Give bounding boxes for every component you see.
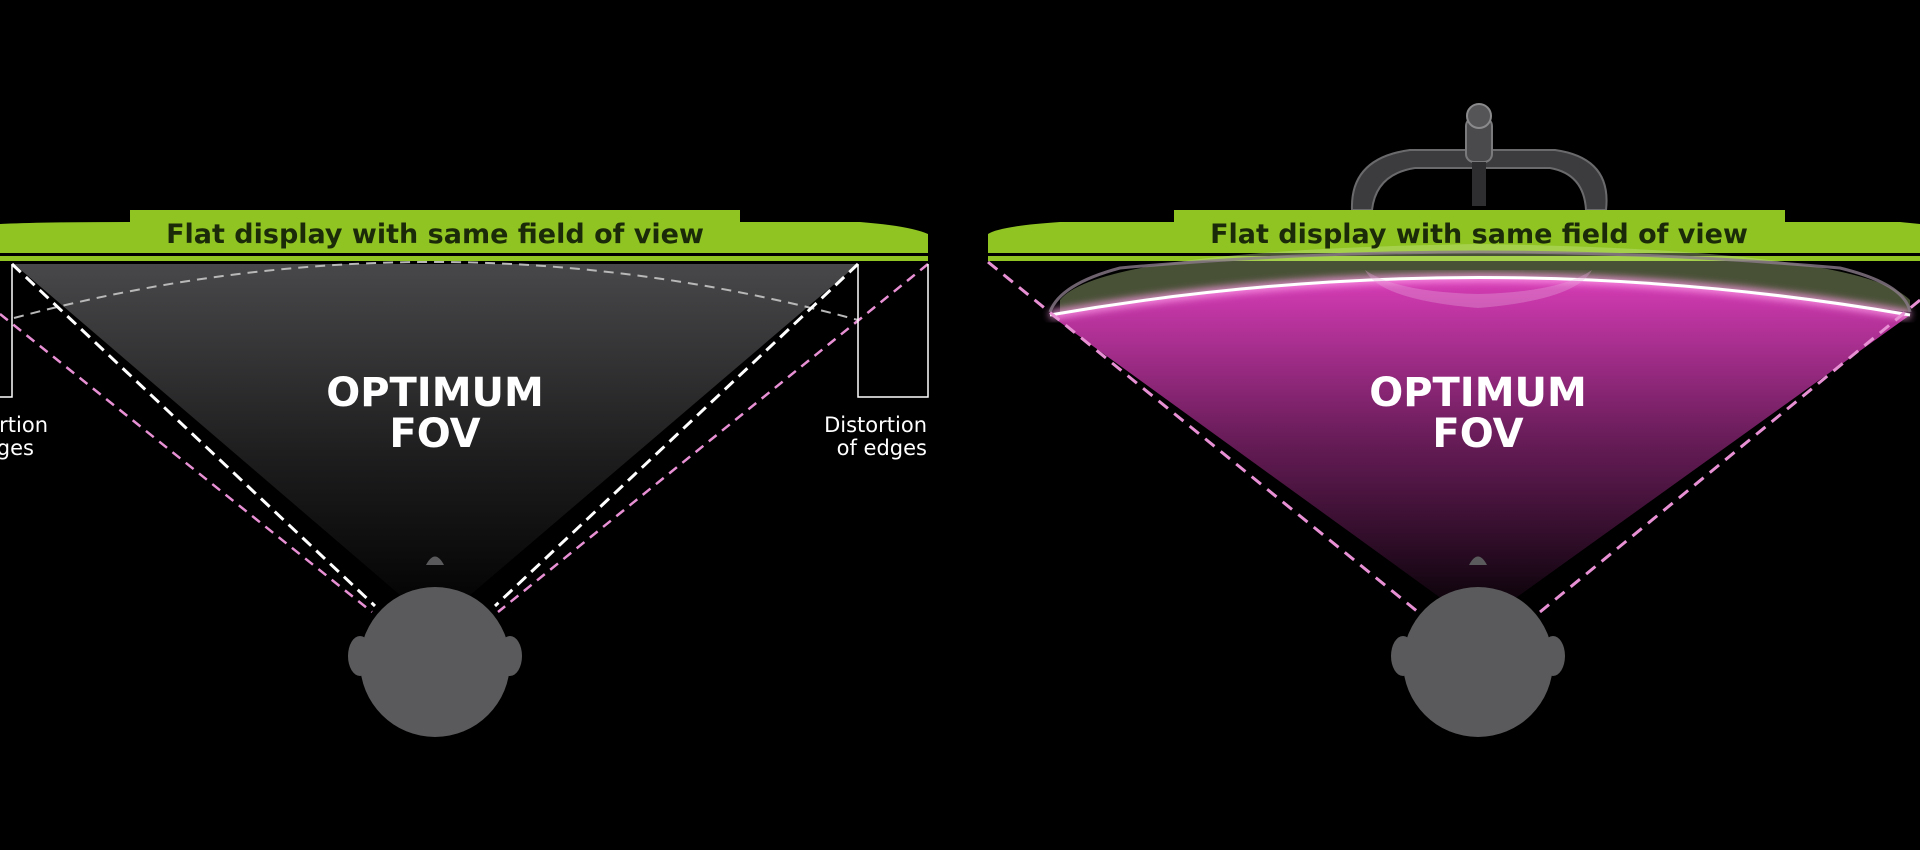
left-fov-wedge <box>14 264 858 625</box>
left-fov-label-line2: FOV <box>389 411 480 457</box>
right-head-icon <box>1391 556 1565 737</box>
curved-monitor-icon <box>1350 103 1608 211</box>
right-distortion-bracket <box>857 264 929 398</box>
right-bar-label: Flat display with same field of view <box>1210 219 1748 250</box>
right-fov-label-line1: OPTIMUM <box>1369 370 1587 416</box>
left-outer-sightline-right <box>497 263 929 613</box>
right-monitor-bezel <box>1048 250 1912 313</box>
left-inner-sightline-right <box>493 262 860 608</box>
right-panel: Flat display with same field of view OPT… <box>987 103 1920 737</box>
left-panel: Flat display with same field of view Dis… <box>0 210 929 737</box>
left-distortion-bracket <box>0 264 13 398</box>
left-bar-label: Flat display with same field of view <box>166 219 704 250</box>
left-bar-baseline <box>0 256 928 261</box>
left-distortion-label-line1: Distortion <box>0 413 48 437</box>
left-flat-display-bar <box>0 210 928 253</box>
left-distortion-label-line2: of edges <box>0 436 34 460</box>
right-flat-display-bar <box>988 210 1920 253</box>
left-inner-sightline-left <box>10 262 377 608</box>
right-curved-screen-edge <box>1049 276 1911 317</box>
right-stand-base <box>1365 270 1592 308</box>
right-sightline-right <box>1539 298 1920 614</box>
right-bar-baseline <box>988 256 1920 261</box>
right-fov-wedge <box>1050 277 1910 625</box>
right-distortion-label-line1: Distortion <box>824 413 927 437</box>
left-outer-sightline-left <box>0 313 373 613</box>
right-fov-label-line2: FOV <box>1432 411 1523 457</box>
right-distortion-label-line2: of edges <box>837 436 927 460</box>
left-head-icon <box>348 556 522 737</box>
right-sightline-left <box>987 260 1419 614</box>
left-fov-label-line1: OPTIMUM <box>326 370 544 416</box>
left-curved-arc <box>13 261 859 321</box>
